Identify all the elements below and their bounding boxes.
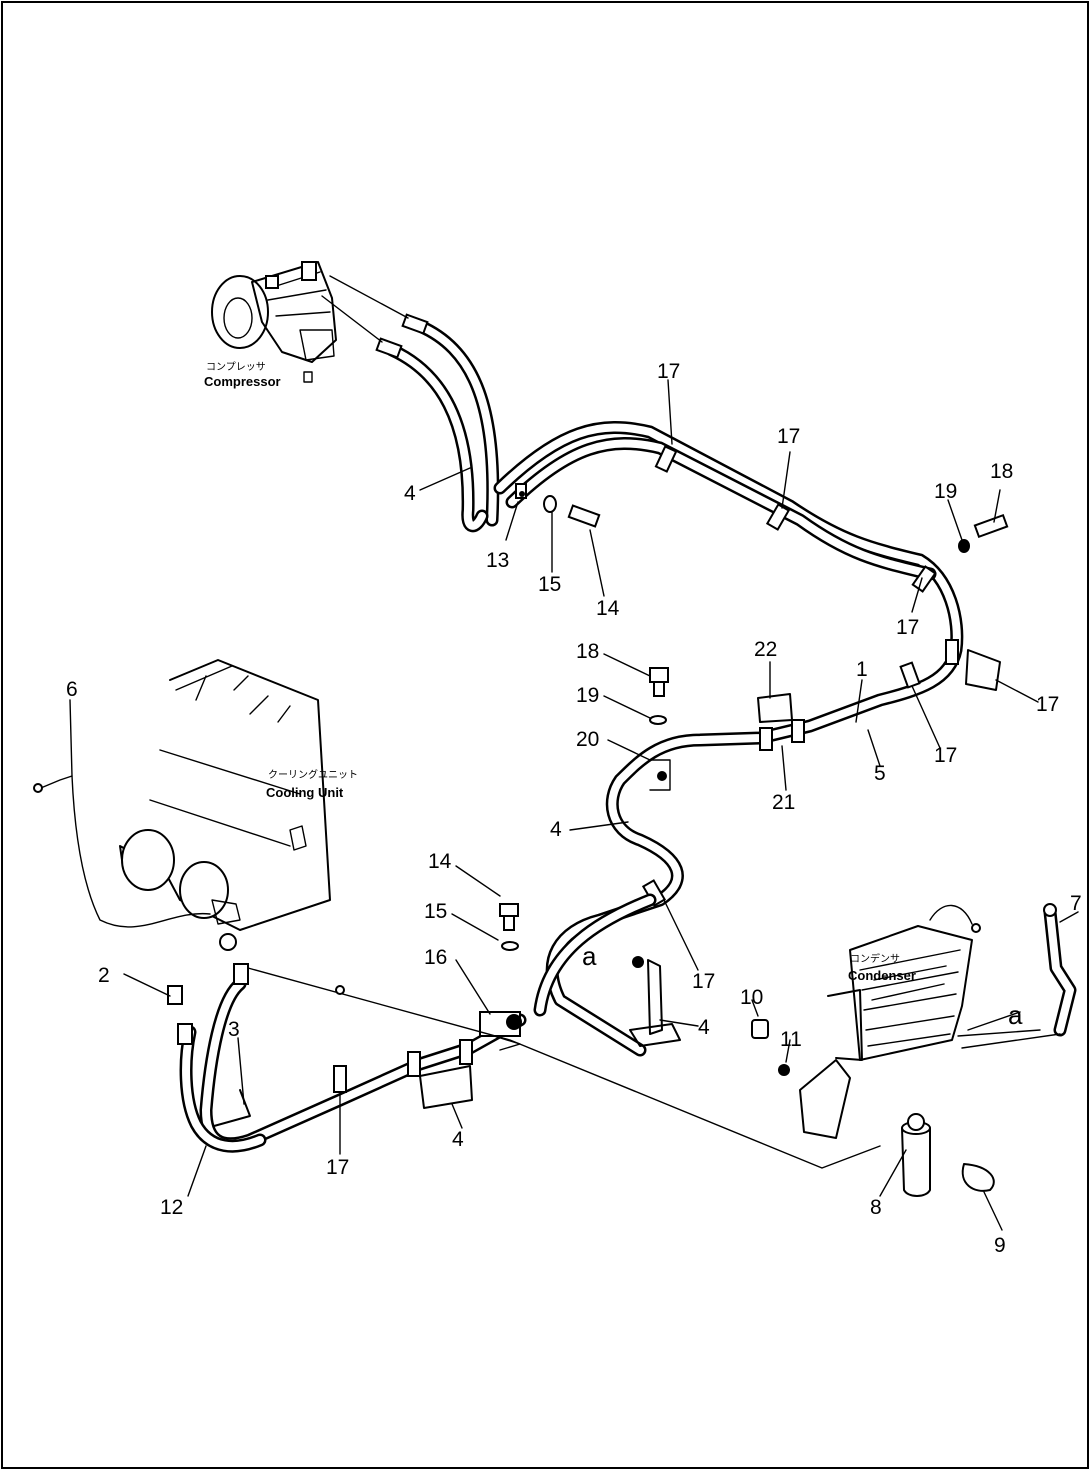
- fasteners-lower: [499, 903, 519, 951]
- callout-17: 17: [326, 1156, 349, 1179]
- callout-17: 17: [1036, 693, 1059, 716]
- callout-15: 15: [538, 573, 561, 596]
- fasteners-center: [649, 667, 671, 791]
- fasteners-upper-left: [519, 491, 601, 528]
- callout-labels: 17 17 4 13 15 14 19 18 17 18 19 20 22 1 …: [66, 360, 1082, 1257]
- cooling-unit-drawing: [119, 659, 331, 951]
- callout-4: 4: [550, 818, 562, 841]
- callout-16: 16: [424, 946, 447, 969]
- callout-3: 3: [228, 1018, 240, 1041]
- band-9: [961, 1163, 995, 1192]
- bracket-plate: [965, 649, 1001, 691]
- callout-17: 17: [777, 425, 800, 448]
- callout-4: 4: [698, 1016, 710, 1039]
- wire-harness: [247, 967, 881, 1169]
- callout-1: 1: [856, 658, 868, 681]
- callout-6: 6: [66, 678, 78, 701]
- callout-17: 17: [692, 970, 715, 993]
- callout-19: 19: [934, 480, 957, 503]
- callout-20: 20: [576, 728, 599, 751]
- callout-18: 18: [990, 460, 1013, 483]
- callout-11: 11: [780, 1028, 802, 1051]
- compressor-hoses: [321, 275, 500, 533]
- callout-9: 9: [994, 1234, 1006, 1257]
- callout-21: 21: [772, 791, 795, 814]
- callout-17: 17: [657, 360, 680, 383]
- callout-13: 13: [486, 549, 509, 572]
- compressor-label-en: Compressor: [204, 374, 281, 389]
- connection-marker-a: a: [582, 941, 597, 971]
- callout-22: 22: [754, 638, 777, 661]
- callout-18: 18: [576, 640, 599, 663]
- callout-10: 10: [740, 986, 763, 1009]
- fasteners-upper-right: [958, 513, 1009, 553]
- condenser-label-jp: コンデンサ: [850, 952, 900, 965]
- connection-marker-a: a: [1008, 1000, 1023, 1030]
- callout-14: 14: [596, 597, 620, 620]
- callout-19: 19: [576, 684, 599, 707]
- callout-5: 5: [874, 762, 886, 785]
- loop-pipe: [533, 893, 681, 1047]
- leader-lines: [69, 379, 1079, 1231]
- receiver-drier-8: [901, 1113, 931, 1197]
- condenser-drawing: [799, 904, 981, 1139]
- wire-6: [35, 775, 211, 928]
- callout-8: 8: [870, 1196, 882, 1219]
- cooling-unit-label-en: Cooling Unit: [266, 785, 344, 800]
- cooling-unit-label-jp: クーリングユニット: [268, 768, 358, 781]
- callout-4: 4: [452, 1128, 464, 1151]
- callout-7: 7: [1070, 892, 1082, 915]
- tee-fitting-16: [479, 1011, 522, 1051]
- callout-15: 15: [424, 900, 447, 923]
- compressor-label-jp: コンプレッサ: [206, 361, 266, 373]
- fasteners-condenser: [751, 1019, 790, 1076]
- callout-12: 12: [160, 1196, 183, 1219]
- callout-14: 14: [428, 850, 452, 873]
- callout-17: 17: [934, 744, 957, 767]
- callout-4: 4: [404, 482, 416, 505]
- pipe-7: [957, 903, 1077, 1049]
- callout-2: 2: [98, 964, 110, 987]
- condenser-label-en: Condenser: [848, 968, 916, 983]
- upper-pipe: [493, 421, 964, 1057]
- tag-22: [757, 693, 793, 723]
- compressor-drawing: [211, 261, 337, 383]
- callout-17: 17: [896, 616, 919, 639]
- pipe-clamps: [515, 445, 959, 907]
- lower-pipe: [167, 963, 527, 1153]
